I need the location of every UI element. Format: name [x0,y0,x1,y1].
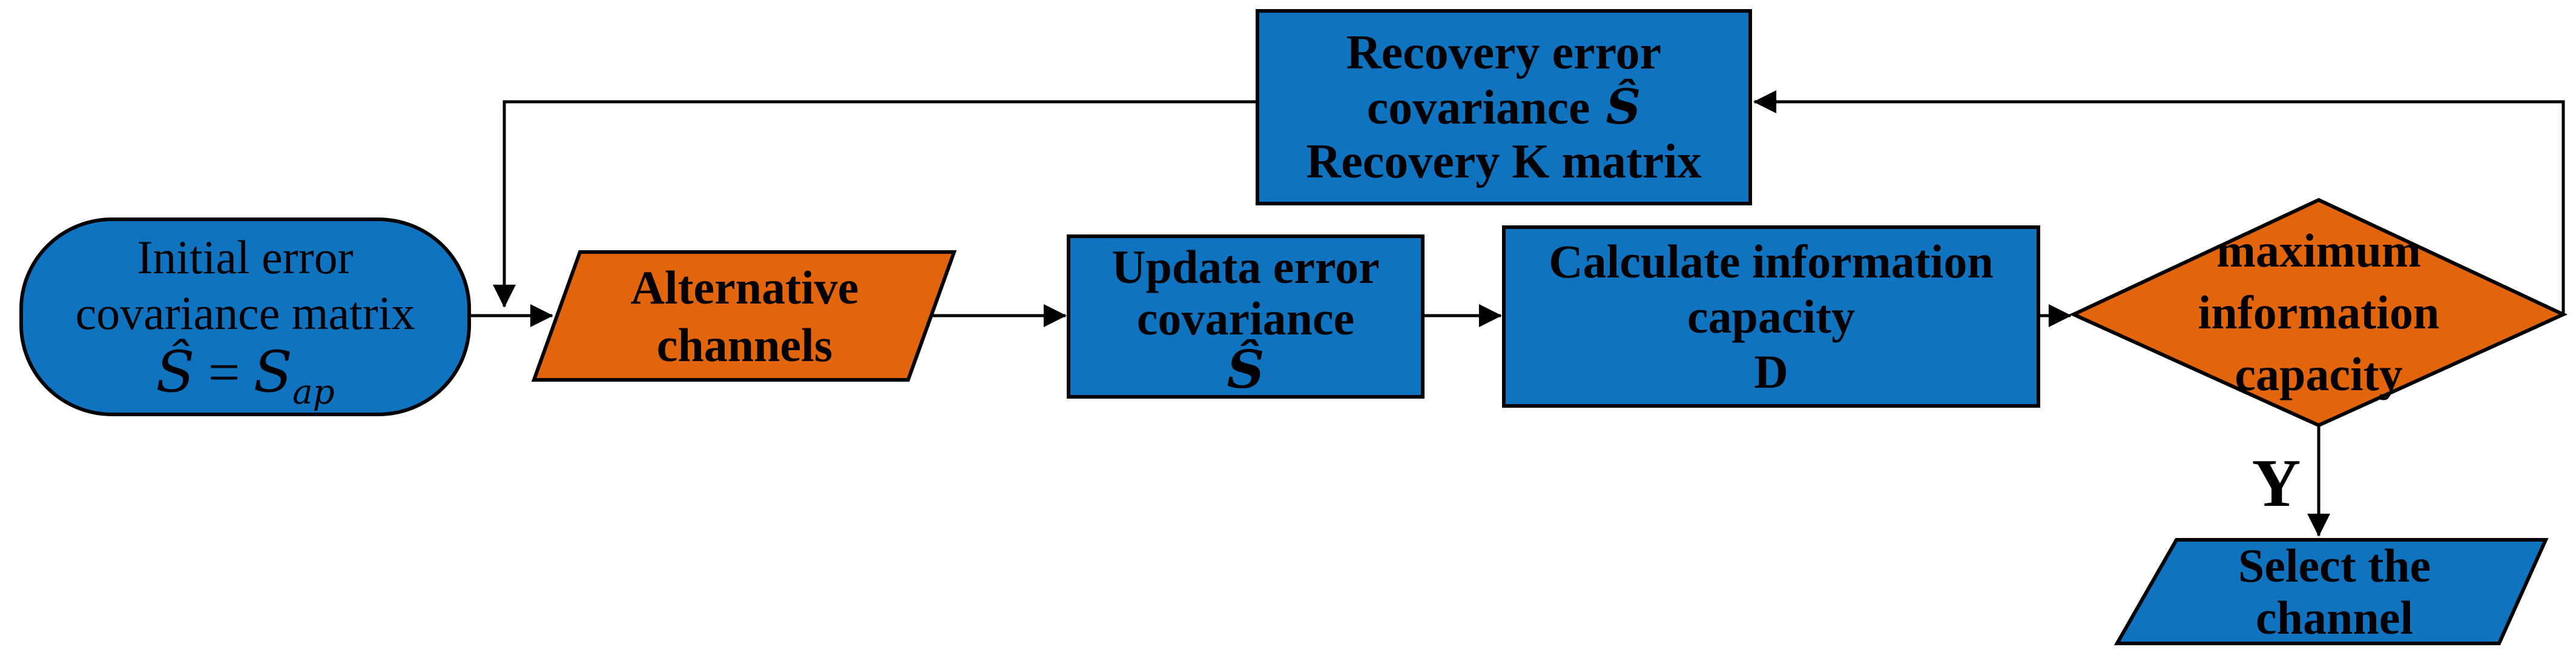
node-select-channel-label: Select the channel [2138,539,2531,644]
label-line: capacity [2235,348,2403,400]
edge-recovery-to-mainline-loop [493,100,1257,308]
node-decision-label: maximum information capacity [2074,200,2564,425]
label-line: channel [2255,591,2414,644]
yes-branch-label: Y [2252,445,2301,521]
label-formula: Ŝ=Sap [156,339,335,412]
node-update-error-covariance-label: Updata error covariance Ŝ [1069,238,1423,399]
label-line: Alternative [630,261,859,314]
label-line: information [2198,286,2440,339]
label-line: Select the [2238,539,2431,592]
node-update-error-covariance-shape [1067,234,1425,399]
label-line: Calculate information [1549,235,1994,288]
label-line: Updata error [1112,240,1380,293]
label-line: capacity [1687,290,1856,343]
edge-decision-to-recovery-loop [1753,90,2565,314]
label-line: Recovery K matrix [1306,134,1702,188]
label-line: Recovery error [1346,25,1662,79]
label-line: D [1754,345,1788,398]
node-recovery-shape [1256,9,1752,205]
label-line: covariance [1136,291,1355,345]
node-calculate-capacity-label: Calculate information capacity D [1504,227,2038,406]
node-initial-label: Initial error covariance matrix Ŝ=Sap [21,219,469,414]
node-calculate-capacity-shape [1502,225,2040,408]
label-line: channels [656,318,833,371]
label-line: Initial error [137,231,354,284]
node-decision-shape [2069,198,2568,428]
node-select-channel-shape [2113,538,2549,645]
node-alternative-channels-shape [531,250,957,382]
node-initial-shape [19,217,471,416]
node-alternative-channels-label: Alternative channels [545,252,944,380]
label-line: maximum [2216,224,2421,277]
label-formula: Ŝ [1227,339,1265,400]
label-line: covariance matrix [75,287,415,339]
